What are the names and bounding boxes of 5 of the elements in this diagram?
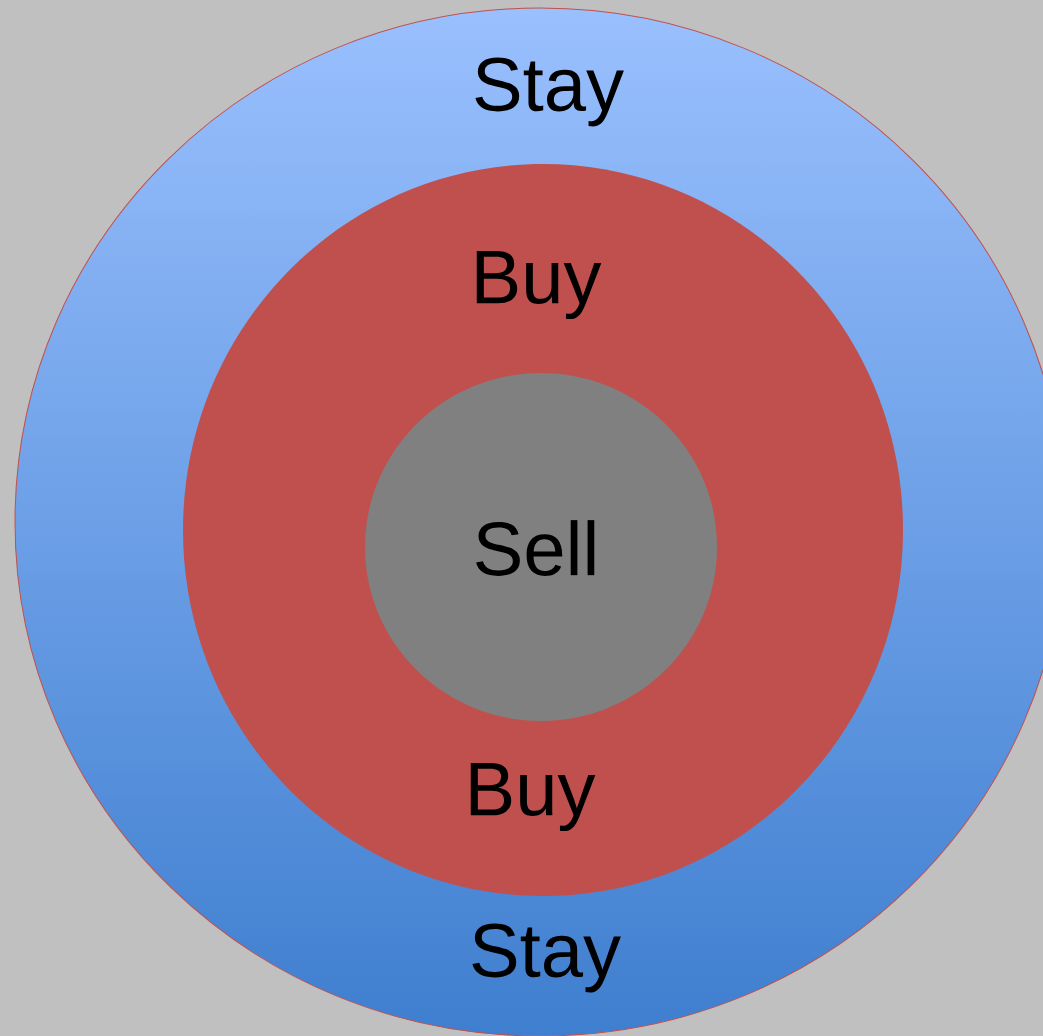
ring-label: Stay [472, 923, 621, 993]
ring-label: Buy [470, 763, 596, 832]
ring-label: Stay [475, 57, 624, 127]
ring-label: Sell [476, 520, 595, 576]
ring-label: Buy [476, 250, 602, 320]
